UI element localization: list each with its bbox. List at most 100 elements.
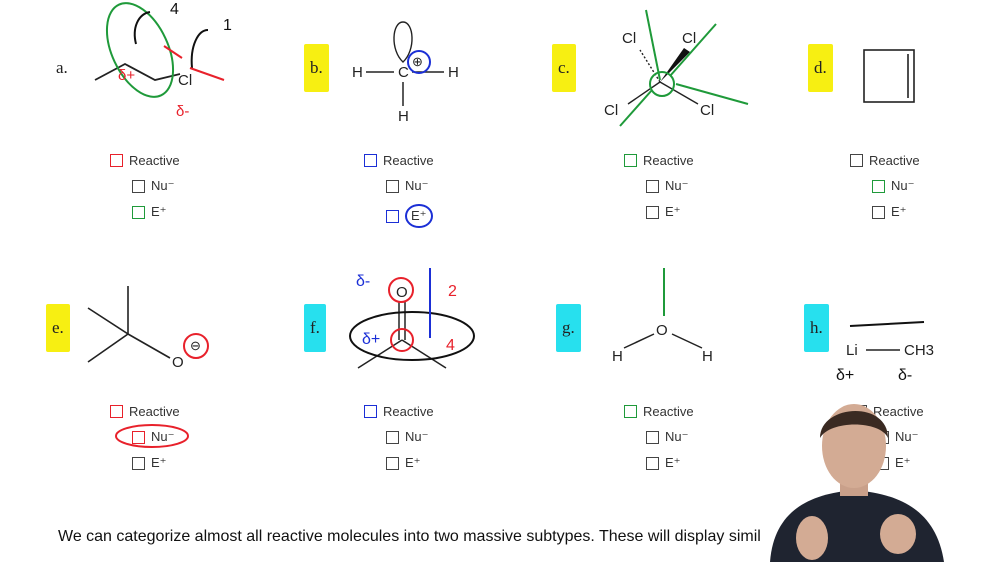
problem-d: d. Reactive Nu⁻ E⁺ <box>806 0 1000 240</box>
ink-text: δ+ <box>836 367 854 384</box>
checkbox[interactable] <box>132 205 145 219</box>
checkbox[interactable] <box>132 430 145 444</box>
option-label: Reactive <box>873 404 924 419</box>
option-e[interactable]: E⁺ <box>386 204 433 228</box>
ink-text: 1 <box>223 17 232 34</box>
option-reactive[interactable]: Reactive <box>364 404 434 419</box>
ink-text: 4 <box>170 1 179 18</box>
option-e[interactable]: E⁺ <box>386 455 421 471</box>
checkbox[interactable] <box>132 456 145 470</box>
problem-label: g. <box>556 304 581 352</box>
checkbox[interactable] <box>386 179 399 193</box>
atom-ch3: CH3 <box>904 342 935 359</box>
checkbox[interactable] <box>364 405 377 418</box>
option-nu[interactable]: Nu⁻ <box>646 429 688 445</box>
option-reactive[interactable]: Reactive <box>624 404 694 419</box>
checkbox[interactable] <box>646 205 659 219</box>
ink-annotations: δ- 2 δ+ 4 <box>349 268 475 369</box>
option-label: Reactive <box>383 153 434 168</box>
ink-text: 2 <box>448 283 457 300</box>
charge-plus: ⊕ <box>412 54 423 69</box>
checkbox[interactable] <box>386 209 399 223</box>
option-reactive[interactable]: Reactive <box>110 404 180 419</box>
atom-o: O <box>396 284 408 301</box>
atom-c: C <box>398 64 409 81</box>
atom-h: H <box>352 64 363 81</box>
checkbox[interactable] <box>646 430 659 444</box>
option-label: E⁺ <box>665 455 681 470</box>
option-label: Nu⁻ <box>895 429 919 444</box>
option-e[interactable]: E⁺ <box>646 455 681 471</box>
option-label: Nu⁻ <box>405 429 429 444</box>
option-nu[interactable]: Nu⁻ <box>132 429 174 445</box>
subtitle-caption: We can categorize almost all reactive mo… <box>58 528 761 545</box>
option-e[interactable]: E⁺ <box>872 204 907 220</box>
option-label: E⁺ <box>151 204 167 219</box>
option-label: Reactive <box>869 153 920 168</box>
checkbox[interactable] <box>646 456 659 470</box>
option-label: E⁺ <box>405 204 433 228</box>
option-label: E⁺ <box>151 455 167 470</box>
presenter-video <box>770 404 944 562</box>
option-nu[interactable]: Nu⁻ <box>386 429 428 445</box>
option-reactive[interactable]: Reactive <box>110 153 180 168</box>
atom-h: H <box>448 64 459 81</box>
option-e[interactable]: E⁺ <box>132 204 167 220</box>
problem-label: e. <box>46 304 70 352</box>
option-label: E⁺ <box>895 455 911 470</box>
checkbox[interactable] <box>386 430 399 444</box>
atom-cl: Cl <box>178 72 193 89</box>
option-label: Reactive <box>383 404 434 419</box>
checkbox[interactable] <box>850 154 863 167</box>
option-nu[interactable]: Nu⁻ <box>386 178 428 194</box>
atom-cl: Cl <box>700 102 715 119</box>
ink-text: 4 <box>446 337 455 354</box>
atom-cl: Cl <box>622 30 637 47</box>
atom-cl: Cl <box>682 30 697 47</box>
atom-h: H <box>398 108 409 125</box>
problem-label: h. <box>804 304 829 352</box>
charge-minus: ⊖ <box>190 338 201 353</box>
option-label: Nu⁻ <box>151 429 175 444</box>
option-e[interactable]: E⁺ <box>132 455 167 471</box>
checkbox[interactable] <box>110 154 123 167</box>
checkbox[interactable] <box>364 154 377 167</box>
option-label: Nu⁻ <box>665 178 689 193</box>
ink-text: δ+ <box>118 67 135 84</box>
problem-label: f. <box>304 304 326 352</box>
option-nu[interactable]: Nu⁻ <box>132 178 174 194</box>
option-label: Nu⁻ <box>405 178 429 193</box>
option-label: E⁺ <box>891 204 907 219</box>
option-nu[interactable]: Nu⁻ <box>646 178 688 194</box>
option-label: Nu⁻ <box>891 178 915 193</box>
checkbox[interactable] <box>624 405 637 418</box>
problem-label: b. <box>304 44 329 92</box>
atom-li: Li <box>846 342 858 359</box>
option-e[interactable]: E⁺ <box>646 204 681 220</box>
problem-c: c. Cl Cl Cl Cl Reactive Nu⁻ E⁺ <box>548 0 788 240</box>
option-label: Nu⁻ <box>151 178 175 193</box>
option-reactive[interactable]: Reactive <box>850 153 920 168</box>
checkbox[interactable] <box>132 179 145 193</box>
option-label: E⁺ <box>665 204 681 219</box>
option-reactive[interactable]: Reactive <box>364 153 434 168</box>
option-reactive[interactable]: Reactive <box>624 153 694 168</box>
checkbox[interactable] <box>872 179 885 193</box>
ink-text: δ+ <box>362 331 380 348</box>
option-label: E⁺ <box>405 455 421 470</box>
checkbox[interactable] <box>110 405 123 418</box>
problem-label: d. <box>808 44 833 92</box>
problem-f: f. O δ- 2 δ+ 4 Reactive Nu⁻ E⁺ <box>300 250 540 490</box>
ink-text: δ- <box>176 103 189 120</box>
option-label: Reactive <box>643 404 694 419</box>
ink-annotations <box>87 286 209 448</box>
checkbox[interactable] <box>872 205 885 219</box>
option-nu[interactable]: Nu⁻ <box>872 178 914 194</box>
atom-h: H <box>612 348 623 365</box>
checkbox[interactable] <box>646 179 659 193</box>
checkbox[interactable] <box>624 154 637 167</box>
problem-label: c. <box>552 44 576 92</box>
checkbox[interactable] <box>386 456 399 470</box>
atom-o: O <box>656 322 668 339</box>
ink-text: δ- <box>356 273 370 290</box>
